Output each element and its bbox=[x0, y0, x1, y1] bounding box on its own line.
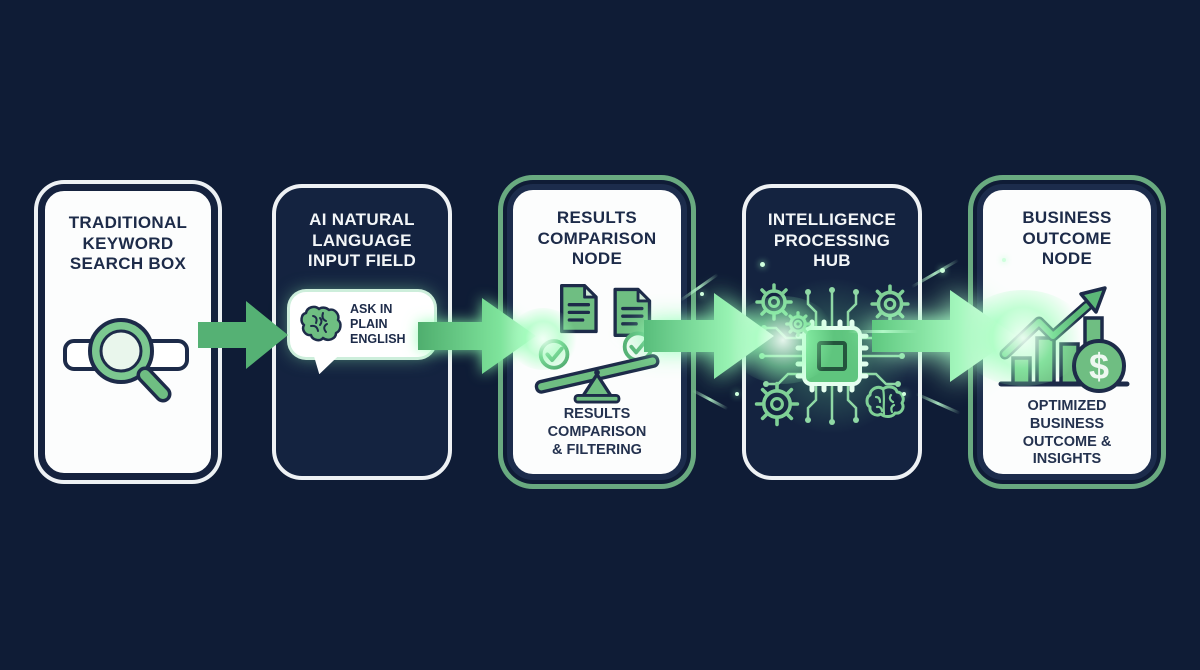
node-title: AI NATURAL LANGUAGE INPUT FIELD bbox=[307, 210, 417, 271]
spark-particle bbox=[700, 292, 704, 296]
spark-streak bbox=[848, 330, 918, 333]
bubble-label: ASK IN PLAIN ENGLISH bbox=[350, 302, 406, 347]
brain-icon bbox=[300, 305, 342, 342]
node-title: BUSINESS OUTCOME NODE bbox=[1022, 208, 1112, 269]
node-caption: RESULTS COMPARISON & FILTERING bbox=[547, 406, 647, 458]
spark-particle bbox=[735, 392, 739, 396]
glow-flare bbox=[508, 308, 578, 370]
node-title: RESULTS COMPARISON NODE bbox=[537, 208, 657, 269]
arrow-1-icon bbox=[198, 301, 288, 369]
magnifier-search-box-icon bbox=[63, 318, 189, 403]
spark-particle bbox=[1002, 258, 1006, 262]
node-title: INTELLIGENCE PROCESSING HUB bbox=[767, 210, 897, 271]
mini-brain-glyph bbox=[865, 385, 905, 419]
spark-streak bbox=[691, 388, 729, 411]
node-title: TRADITIONAL KEYWORD SEARCH BOX bbox=[68, 213, 188, 274]
spark-particle bbox=[902, 392, 906, 396]
glow-flare bbox=[728, 296, 838, 384]
node-caption: OPTIMIZED BUSINESS OUTCOME & INSIGHTS bbox=[1022, 398, 1112, 468]
spark-particle bbox=[760, 262, 765, 267]
glow-flare bbox=[958, 290, 1088, 386]
spark-streak bbox=[915, 392, 961, 415]
node-traditional-keyword-search-box: TRADITIONAL KEYWORD SEARCH BOX bbox=[38, 184, 218, 480]
speech-bubble: ASK IN PLAIN ENGLISH bbox=[290, 292, 434, 358]
arrow-2-icon bbox=[418, 298, 536, 374]
dollar-glyph: $ bbox=[1089, 346, 1109, 387]
